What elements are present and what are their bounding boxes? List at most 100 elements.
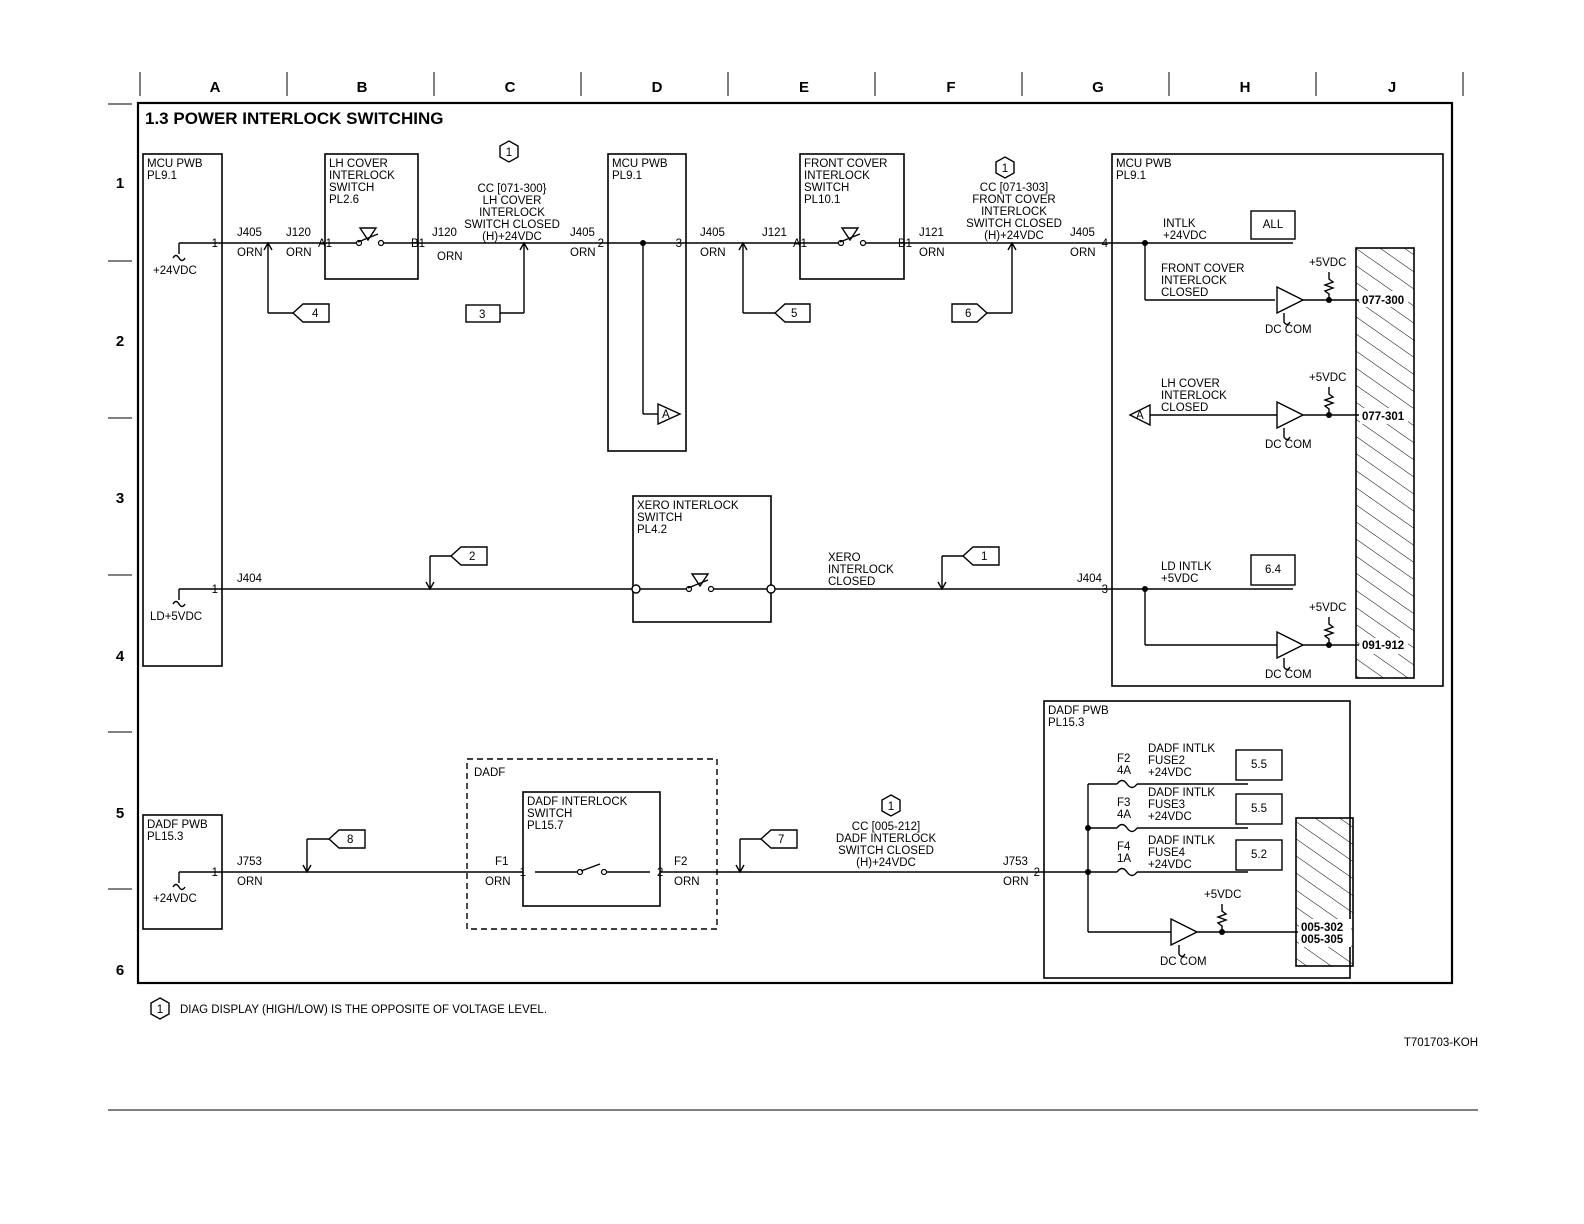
flag-1 <box>937 546 1000 591</box>
ld-intlk-1: LD INTLK <box>1161 561 1212 573</box>
footnote-text: DIAG DISPLAY (HIGH/LOW) IS THE OPPOSITE … <box>180 1004 547 1016</box>
flag-5 <box>738 241 811 323</box>
dccom-label-2: DC COM <box>1265 439 1312 451</box>
flag-3 <box>465 241 529 323</box>
xero-closed-3: CLOSED <box>828 576 875 588</box>
conn-j120-a: J120 <box>286 227 311 239</box>
diagram-border <box>136 101 1454 985</box>
code-005-305: 005-305 <box>1301 934 1344 946</box>
fuse2-text-2: FUSE2 <box>1148 755 1185 767</box>
fuse3-name: F3 <box>1117 797 1130 809</box>
flag-6 <box>951 241 1017 323</box>
ref-box-all <box>1250 210 1296 240</box>
conn-j405-c: J405 <box>700 227 725 239</box>
dadf-switch-label-2: SWITCH <box>527 808 572 820</box>
lh-switch-label-2: INTERLOCK <box>329 170 395 182</box>
col-label-e: E <box>799 79 809 96</box>
mcu-pwb-mid-block <box>607 153 687 452</box>
xero-switch-symbol <box>631 573 776 594</box>
v5-label-4: +5VDC <box>1204 889 1241 901</box>
wire-ld-5v <box>178 586 1293 600</box>
offpage-a-out <box>657 402 682 426</box>
check-front-5: (H)+24VDC <box>984 230 1044 242</box>
check-lh-5: (H)+24VDC <box>482 231 542 243</box>
row-label-6: 6 <box>116 962 124 979</box>
signal-intlk-v: +24VDC <box>1163 230 1207 242</box>
check-front-2: FRONT COVER <box>972 194 1056 206</box>
flag-7 <box>735 829 798 874</box>
wire-color-j: ORN <box>674 876 700 888</box>
offpage-a-in-label: A <box>1136 410 1144 422</box>
ref-box-fuse3 <box>1235 793 1283 825</box>
wire-color-i: ORN <box>485 876 511 888</box>
lh-switch-label-4: PL2.6 <box>329 194 359 206</box>
fuse4-name: F4 <box>1117 841 1131 853</box>
wire-color-b: ORN <box>286 247 312 259</box>
dadf-right-pl: PL15.3 <box>1048 717 1084 729</box>
fuse2-rating: 4A <box>1117 765 1131 777</box>
pin-1-dadf-switch: 1 <box>520 867 526 879</box>
pin-f1: F1 <box>495 856 508 868</box>
pin-1-ld: 1 <box>212 584 218 596</box>
wire-top-24v <box>178 240 1293 415</box>
wire-color-a: ORN <box>237 247 263 259</box>
ref-box-ld <box>1250 554 1296 586</box>
ref-box-fuse4 <box>1235 839 1283 871</box>
row-label-2: 2 <box>116 333 124 350</box>
wire-color-g: ORN <box>1070 247 1096 259</box>
diagram-title: 1.3 POWER INTERLOCK SWITCHING <box>145 109 443 128</box>
pin-a1-front: A1 <box>793 238 807 250</box>
code-077-300: 077-300 <box>1362 295 1404 307</box>
fuse3-text-2: FUSE3 <box>1148 799 1185 811</box>
dadf-right-name: DADF PWB <box>1048 705 1109 717</box>
check-front-3: INTERLOCK <box>981 206 1047 218</box>
wire-color-e: ORN <box>700 247 726 259</box>
cc-marker-dadf <box>881 794 901 817</box>
cc-marker-lh <box>499 140 519 163</box>
code-bg-2 <box>1360 408 1408 424</box>
front-closed-3: CLOSED <box>1161 287 1208 299</box>
col-label-g: G <box>1092 79 1104 96</box>
cc-marker-lh-num: 1 <box>506 147 512 159</box>
cc-marker-dadf-num: 1 <box>888 801 894 813</box>
pin-f2: F2 <box>674 856 687 868</box>
conn-j405-b: J405 <box>570 227 595 239</box>
code-bg-3 <box>1360 638 1408 654</box>
fuse2-name: F2 <box>1117 753 1130 765</box>
v5-label-2: +5VDC <box>1309 372 1346 384</box>
check-front-4: SWITCH CLOSED <box>966 218 1062 230</box>
dadf-group-box <box>466 758 718 930</box>
source-symbol-ld <box>172 600 186 608</box>
pin-2-mcu-mid: 2 <box>598 238 604 250</box>
cc-marker-front <box>995 156 1015 179</box>
check-lh-4: SWITCH CLOSED <box>464 219 560 231</box>
v5-label-3: +5VDC <box>1309 602 1346 614</box>
ref-all-label: ALL <box>1263 219 1284 231</box>
dccom-label-3: DC COM <box>1265 669 1312 681</box>
fuse3-rating: 4A <box>1117 809 1131 821</box>
front-cover-switch-block <box>799 153 905 280</box>
source-symbol-top <box>172 254 186 262</box>
ref-fuse4-label: 5.2 <box>1251 849 1267 861</box>
fuse2-text-1: DADF INTLK <box>1148 743 1215 755</box>
ref-fuse3-label: 5.5 <box>1251 803 1267 815</box>
flag-1-label: 1 <box>981 551 987 563</box>
front-switch-label-2: INTERLOCK <box>804 170 870 182</box>
check-dadf-1: CC [005-212] <box>852 821 920 833</box>
flag-2 <box>425 546 488 591</box>
code-bg-4 <box>1299 919 1351 947</box>
flag-8-label: 8 <box>347 834 353 846</box>
mcu-mid-pl: PL9.1 <box>612 170 642 182</box>
flag-5-label: 5 <box>791 308 797 320</box>
fuse4-text-2: FUSE4 <box>1148 847 1186 859</box>
note-marker-num: 1 <box>157 1004 163 1016</box>
conn-j121-a: J121 <box>762 227 787 239</box>
dadf-switch-label-1: DADF INTERLOCK <box>527 796 628 808</box>
mcu-pwb-right-block <box>1111 153 1444 687</box>
row-label-1: 1 <box>116 175 124 192</box>
dadf-interlock-switch-block <box>522 791 661 907</box>
ld-intlk-2: +5VDC <box>1161 573 1198 585</box>
row-label-3: 3 <box>116 490 124 507</box>
col-label-a: A <box>210 79 221 96</box>
